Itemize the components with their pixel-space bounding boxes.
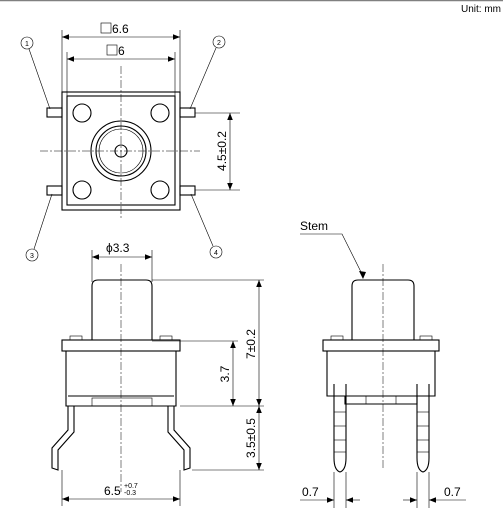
terminal-callout-4 (209, 245, 223, 259)
corner-hole-2 (150, 103, 170, 123)
dim-outer-value: 6.6 (112, 22, 129, 36)
dim-span-tol-plus: +0.7 (124, 483, 138, 490)
terminal-number-1: 1 (25, 41, 29, 48)
dim-inner-value: 6 (118, 44, 125, 58)
dim-span-tol-minus: -0.3 (124, 490, 136, 497)
dim-body-value: 3.7 (218, 365, 232, 382)
terminal-number-2: 2 (217, 40, 221, 47)
stem-label: Stem (300, 219, 328, 233)
lead-right (167, 406, 191, 471)
square-symbol-inner (106, 44, 118, 56)
side-lead-right (416, 384, 430, 473)
top-view: 6.6 6 4.5±0.2 1 (20, 22, 240, 262)
terminal-tab-4 (179, 185, 196, 196)
side-view: Stem 0.7 (300, 219, 466, 508)
dim-lead-value: 3.5±0.5 (244, 418, 258, 458)
side-body-top-plate (322, 339, 440, 352)
square-symbol-outer (100, 22, 112, 34)
corner-hole-4 (150, 180, 170, 200)
terminal-callout-3 (25, 248, 39, 262)
terminal-number-3: 3 (30, 253, 34, 260)
terminal-tab-1 (46, 107, 63, 118)
front-view: ϕ3.3 6.5 +0.7 -0.3 3.7 7±0.2 (51, 241, 264, 506)
dim-pitch-value: 4.5±0.2 (215, 131, 229, 171)
terminal-tab-2 (179, 107, 196, 118)
terminal-callout-2 (212, 35, 226, 49)
stem-outline (91, 279, 153, 340)
terminal-number-4: 4 (214, 250, 218, 257)
terminal-callout-1 (20, 36, 34, 50)
side-housing-outline (326, 351, 436, 397)
side-lead-left (333, 384, 347, 473)
dim-stem-value: ϕ3.3 (106, 241, 130, 255)
unit-label: Unit: mm (461, 4, 501, 15)
corner-hole-1 (72, 103, 92, 123)
dim-lead-width-left: 0.7 (302, 485, 319, 499)
terminal-tab-3 (46, 185, 63, 196)
corner-hole-3 (72, 180, 92, 200)
dim-height-value: 7±0.2 (244, 329, 258, 359)
lead-left (51, 406, 75, 471)
dim-lead-width-right: 0.7 (444, 485, 461, 499)
dim-span-value: 6.5 (104, 484, 121, 498)
